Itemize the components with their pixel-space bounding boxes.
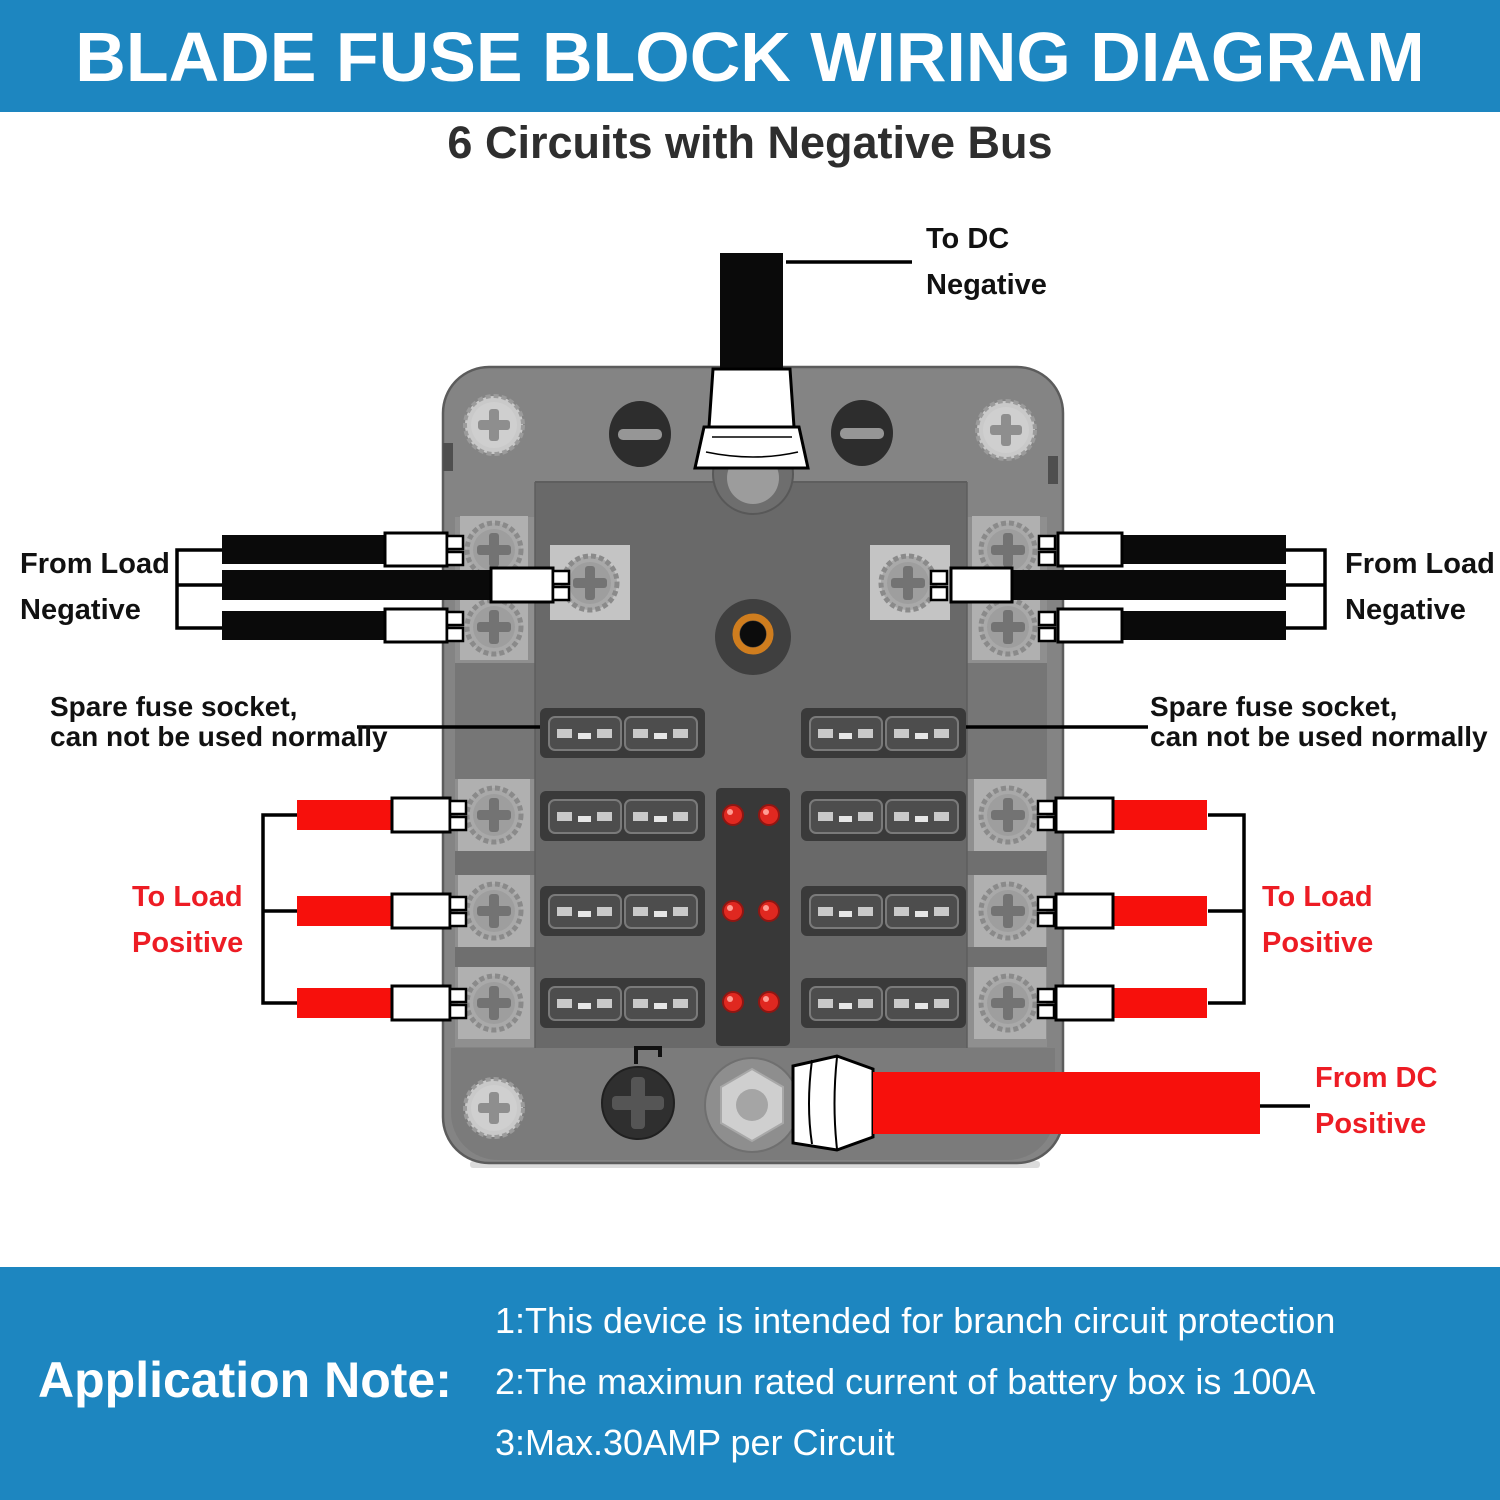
load-negative-wires-left bbox=[222, 531, 571, 644]
led-panel bbox=[716, 788, 790, 1046]
phillips-screw-icon bbox=[467, 600, 521, 654]
hex-nut-terminal-icon bbox=[704, 1057, 800, 1153]
label-from-dc-positive: From DC Positive bbox=[1315, 1062, 1438, 1140]
phillips-screw-icon bbox=[981, 600, 1035, 654]
phillips-screw-icon bbox=[981, 976, 1035, 1030]
page-title: BLADE FUSE BLOCK WIRING DIAGRAM bbox=[75, 18, 1425, 96]
load-negative-wires-right bbox=[929, 531, 1286, 644]
phillips-screw-icon bbox=[467, 884, 521, 938]
load-positive-wires-right bbox=[1036, 796, 1207, 1022]
fuse-block bbox=[441, 365, 1065, 1168]
blade-fuse-icon bbox=[800, 977, 967, 1029]
phillips-screw-icon bbox=[563, 556, 617, 610]
label-from-load-left: From Load Negative bbox=[20, 548, 170, 626]
leader-lines bbox=[175, 260, 1327, 1108]
phillips-screw-icon bbox=[981, 788, 1035, 842]
crimp-connector bbox=[707, 367, 796, 429]
dc-negative-wire bbox=[693, 253, 810, 470]
application-note-list: 1:This device is intended for branch cir… bbox=[495, 1290, 1335, 1473]
blade-fuse-icon bbox=[539, 885, 706, 937]
bracket-to-load-left bbox=[261, 813, 297, 1005]
phillips-screw-icon bbox=[467, 976, 521, 1030]
application-note-heading: Application Note: bbox=[38, 1352, 452, 1408]
negative-bus-slot-icon bbox=[609, 401, 671, 467]
dc-positive-wire bbox=[791, 1054, 1260, 1152]
bracket-to-load-right bbox=[1208, 813, 1246, 1005]
blade-fuse-icon bbox=[539, 790, 706, 842]
header-band bbox=[0, 0, 1500, 112]
application-note-item: 2:The maximun rated current of battery b… bbox=[495, 1361, 1316, 1402]
label-to-dc-negative: To DC Negative bbox=[926, 223, 1047, 301]
label-from-load-right: From Load Negative bbox=[1345, 548, 1495, 626]
label-spare-fuse-right: Spare fuse socket, can not be used norma… bbox=[1150, 691, 1488, 752]
phillips-screw-icon bbox=[975, 399, 1037, 461]
page-subtitle: 6 Circuits with Negative Bus bbox=[447, 117, 1053, 168]
label-to-load-right: To Load Positive bbox=[1262, 881, 1374, 959]
phillips-screw-icon bbox=[463, 1077, 525, 1139]
bracket-from-load-right bbox=[1286, 548, 1327, 630]
spare-fuse-socket bbox=[539, 707, 706, 759]
label-spare-fuse-left: Spare fuse socket, can not be used norma… bbox=[50, 691, 388, 752]
load-positive-wires-left bbox=[297, 796, 468, 1022]
bracket-from-load-left bbox=[175, 548, 222, 630]
application-note-item: 3:Max.30AMP per Circuit bbox=[495, 1422, 895, 1463]
application-note-item: 1:This device is intended for branch cir… bbox=[495, 1300, 1336, 1341]
phillips-screw-icon bbox=[463, 394, 525, 456]
spare-fuse-socket bbox=[800, 707, 967, 759]
blade-fuse-icon bbox=[800, 790, 967, 842]
wires bbox=[222, 253, 1286, 1152]
phillips-screw-icon bbox=[981, 884, 1035, 938]
blade-fuse-icon bbox=[539, 977, 706, 1029]
application-note-band bbox=[0, 1267, 1500, 1500]
phillips-screw-icon bbox=[881, 556, 935, 610]
phillips-screw-icon bbox=[467, 788, 521, 842]
positive-screw bbox=[601, 1066, 675, 1140]
blade-fuse-icon bbox=[800, 885, 967, 937]
mounting-hole-icon bbox=[715, 599, 791, 675]
label-to-load-left: To Load Positive bbox=[132, 881, 244, 959]
negative-bus-slot-icon bbox=[831, 400, 893, 466]
crimp-connector bbox=[791, 1054, 875, 1152]
